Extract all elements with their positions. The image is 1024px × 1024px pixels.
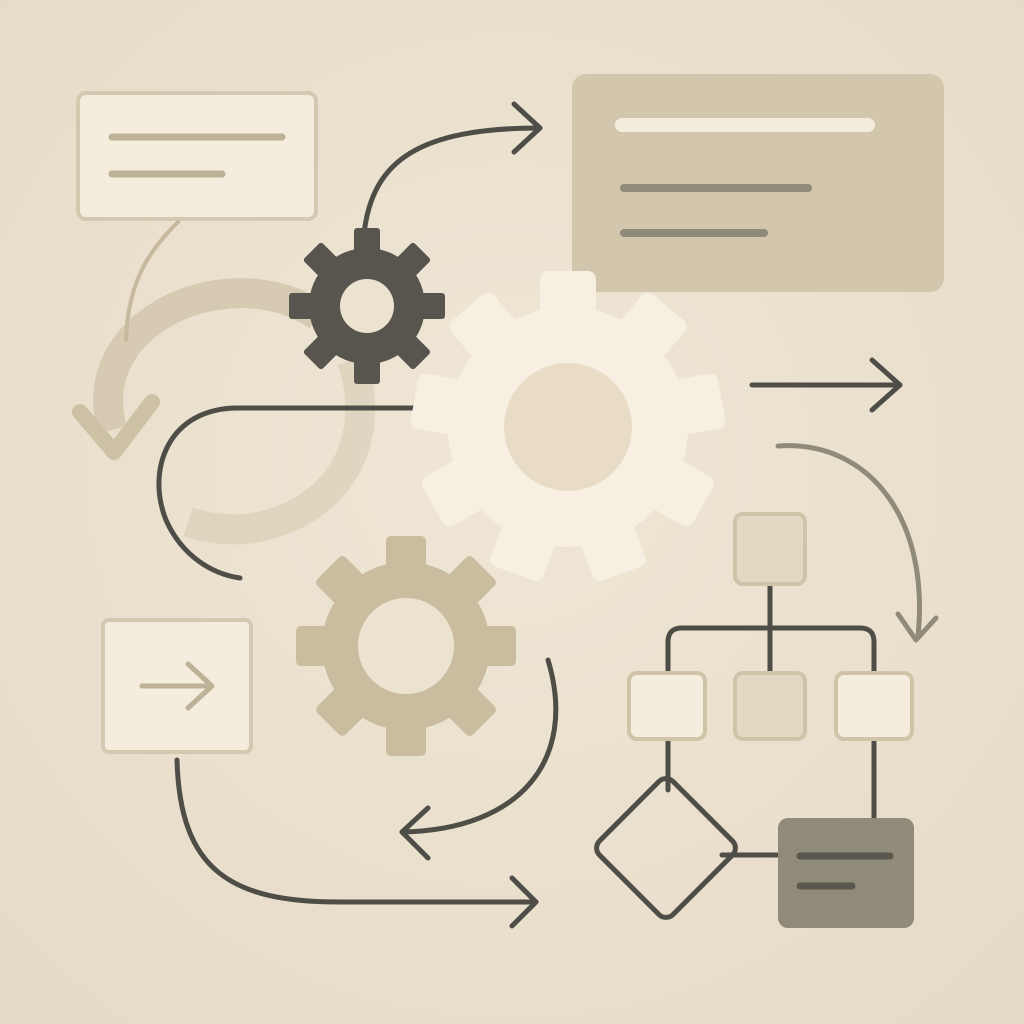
flowchart-node-middle	[733, 671, 807, 741]
gear-icon-small-dark	[289, 228, 445, 384]
arrow-card	[101, 618, 253, 754]
text-card-top-left	[76, 91, 318, 221]
connector-line	[124, 220, 180, 342]
flowchart-node-root	[733, 512, 807, 586]
arrow-right-icon	[361, 101, 543, 237]
arrow-right-icon	[749, 357, 903, 413]
connector-line	[156, 405, 421, 581]
gear-icon-medium-tan	[296, 536, 516, 756]
flowchart-node-right	[834, 671, 914, 741]
decision-diamond-icon	[594, 776, 738, 920]
flowchart-node-dark	[778, 818, 914, 928]
arrow-right-icon	[139, 661, 215, 711]
flowchart-node-left	[627, 671, 707, 741]
arrow-right-icon	[174, 757, 539, 929]
curved-arrow-icon	[399, 657, 559, 861]
flowchart	[594, 512, 914, 928]
curved-arrow-icon	[775, 443, 939, 643]
gear-icon-large-light	[410, 271, 726, 581]
text-card-top-right	[572, 74, 944, 292]
